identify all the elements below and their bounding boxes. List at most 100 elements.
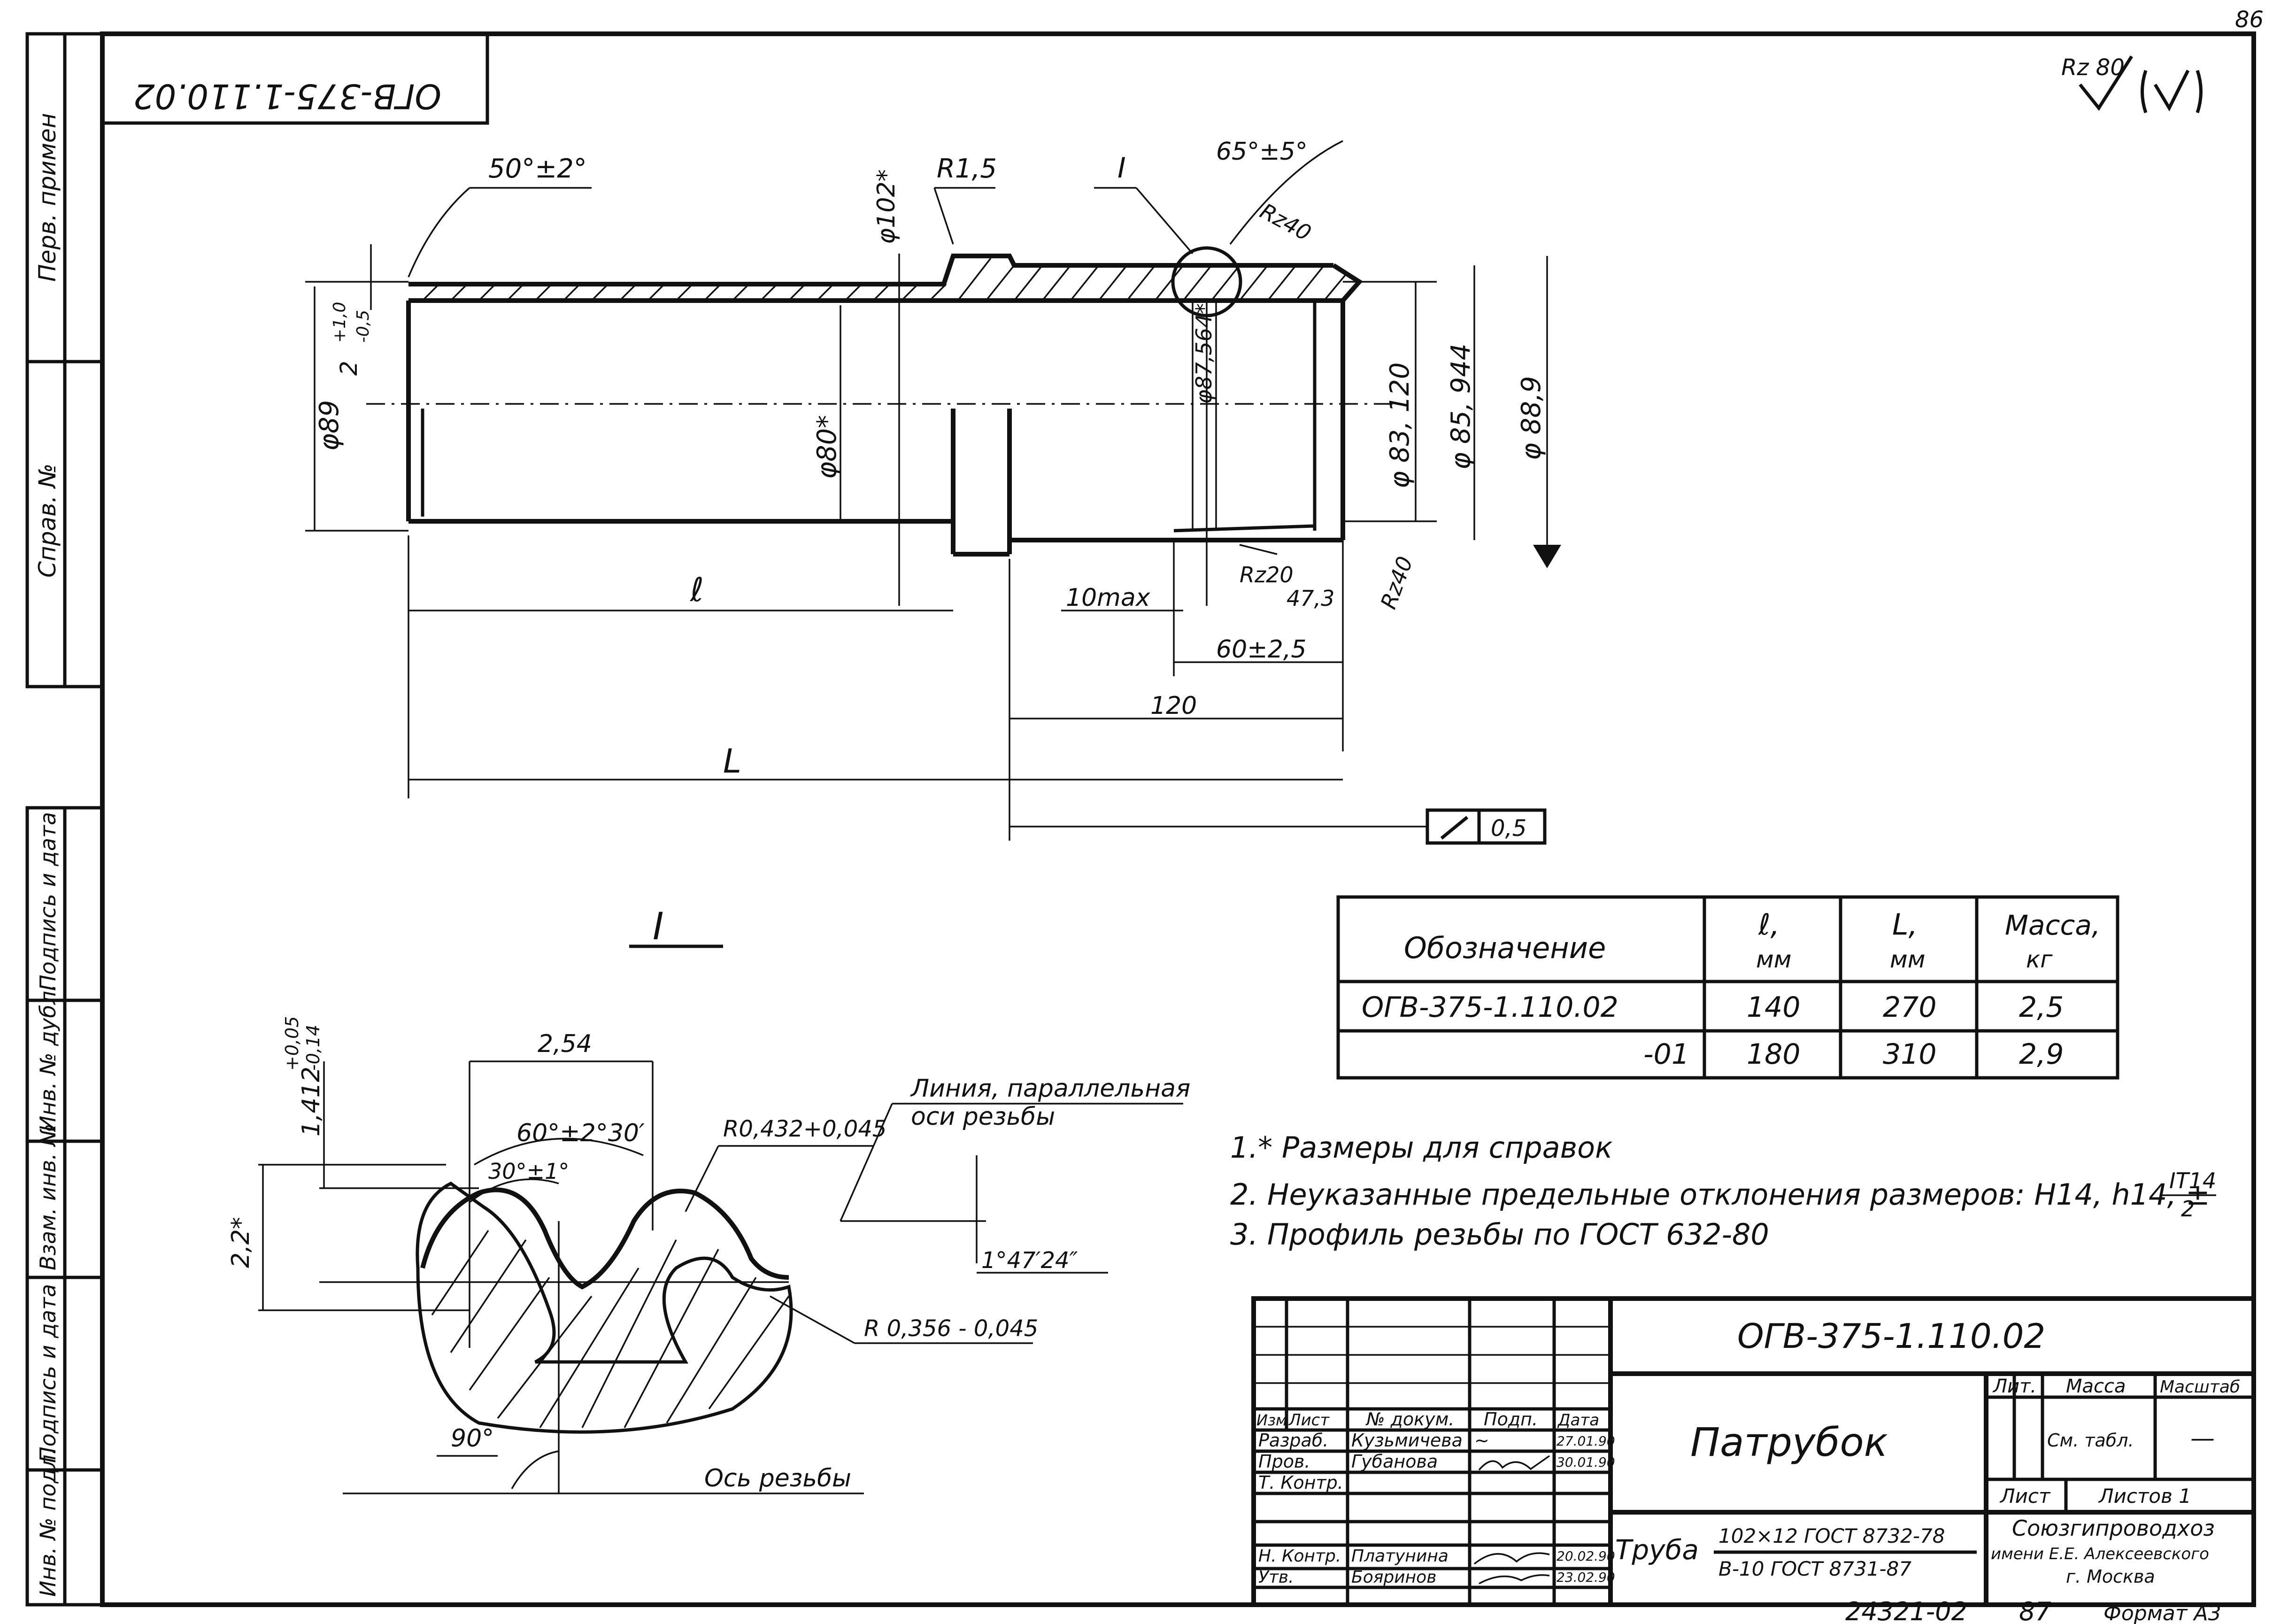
dim-dia-87: φ87,564* (1191, 303, 1217, 404)
angle-60: 60°±2°30′ (516, 1119, 645, 1147)
angle-90: 90° (451, 1424, 494, 1453)
dim-120: 120 (1150, 692, 1197, 720)
tb-massa-label: Масса (2066, 1376, 2126, 1397)
thread-profile (420, 1187, 789, 1290)
tb-utv-name: Бояринов (1351, 1568, 1436, 1587)
dim-dia-83: φ 83, 120 (1385, 363, 1415, 489)
dim-10max: 10max (1066, 584, 1151, 612)
tb-material-line2: В-10 ГОСТ 8731-87 (1718, 1557, 1911, 1580)
dim-1-412-tol-lower: -0,14 (303, 1025, 324, 1071)
tb-prov-role: Пров. (1258, 1451, 1310, 1472)
table-header-mass: Масса, (2005, 909, 2100, 941)
tb-material-line1: 102×12 ГОСТ 8732-78 (1718, 1524, 1945, 1547)
page-number: 86 (2235, 7, 2264, 33)
note-1: 1.* Размеры для справок (1230, 1130, 1613, 1165)
tb-utv-signature (1479, 1574, 1550, 1585)
dim-dia-102: φ102* (872, 169, 901, 244)
table-header-L: L, (1892, 907, 1918, 942)
section-mark-i: I (1117, 152, 1126, 185)
tb-sheet-no: 87 (2019, 1597, 2051, 1624)
tb-col-doc: № докум. (1365, 1409, 1454, 1430)
note-2-frac-bottom: 2 (2181, 1196, 2195, 1222)
table-unit-mass: кг (2026, 946, 2053, 973)
dim-1-412: 1,412 (297, 1067, 325, 1137)
table-row-2-l: 180 (1747, 1038, 1801, 1071)
side-label-sprav-no: Справ. № (34, 464, 61, 578)
table-row-1-L: 270 (1883, 991, 1937, 1024)
tb-nkontr-role: Н. Контр. (1258, 1547, 1341, 1566)
radius-bottom: R 0,356 - 0,045 (864, 1315, 1038, 1342)
angle-small: 1°47′24″ (981, 1247, 1078, 1274)
thread-axis-label: Ось резьбы (704, 1464, 851, 1493)
side-label-perv-primen: Перв. примен (34, 113, 61, 282)
dim-60: 60±2,5 (1216, 635, 1306, 664)
table-row-2-L: 310 (1883, 1038, 1937, 1071)
side-label-inv-podl: Инв. № подл. (35, 1448, 61, 1597)
mirrored-designation: ОГВ-375-1.110.02 (133, 77, 441, 116)
dim-dia-85: φ 85, 944 (1446, 344, 1476, 470)
tb-org-line2: имени Е.Е. Алексеевского (1991, 1545, 2209, 1563)
tb-name: Патрубок (1690, 1419, 1888, 1465)
side-label-podpis-data-1: Подпись и дата (35, 812, 61, 991)
side-label-vzam-inv: Взам. инв. № (35, 1124, 61, 1270)
dim-dia-80: φ80* (812, 415, 842, 479)
dim-dia-88: φ 88,9 (1516, 376, 1547, 460)
tb-prov-signature (1478, 1455, 1550, 1471)
table-row-1-mass: 2,5 (2019, 991, 2064, 1024)
dim-offset-tol-lower: -0,5 (354, 310, 373, 343)
dim-angle-chamfer-right: 65°±5° (1216, 138, 1308, 166)
tb-list-label: Лист (1999, 1485, 2051, 1508)
table-header-designation: Обозначение (1404, 931, 1606, 965)
tb-designation: ОГВ-375-1.110.02 (1737, 1316, 2045, 1356)
tb-razrab-name: Кузьмичева (1351, 1430, 1463, 1451)
dim-1-412-tol-upper: +0,05 (282, 1016, 302, 1071)
note-2: 2. Неуказанные предельные отклонения раз… (1230, 1177, 2210, 1212)
note-3: 3. Профиль резьбы по ГОСТ 632-80 (1230, 1217, 1769, 1252)
tb-nkontr-signature (1473, 1552, 1550, 1565)
datum-triangle (1533, 545, 1561, 568)
side-label-inv-dubl: Инв. № дубл. (35, 984, 61, 1132)
runout-value: 0,5 (1491, 815, 1526, 842)
svg-text:Rz 80: Rz 80 (2061, 54, 2125, 81)
tb-tkontr-role: Т. Контр. (1258, 1472, 1343, 1493)
tb-org-line1: Союзгипроводхоз (2012, 1516, 2215, 1541)
tb-nkontr-name: Платунина (1351, 1547, 1448, 1566)
side-label-podpis-data-2: Подпись и дата (35, 1284, 61, 1463)
tb-prov-date: 30.01.90 (1556, 1454, 1615, 1470)
detail-section-outline (416, 1181, 793, 1434)
tb-utv-role: Утв. (1258, 1568, 1294, 1587)
dim-l: ℓ (690, 571, 704, 609)
tb-material-prefix: Труба (1615, 1534, 1699, 1566)
tb-org-line3: г. Москва (2066, 1566, 2155, 1587)
sheet-frame (100, 31, 2256, 1607)
tb-razrab-role: Разраб. (1258, 1430, 1328, 1451)
dim-dia-89: φ89 (314, 400, 345, 451)
roughness-general-symbol: Rz 80 (2061, 54, 2203, 114)
tb-masshtab-label: Масштаб (2160, 1377, 2240, 1397)
tb-col-list: Лист (1288, 1411, 1330, 1430)
dim-offset-2: 2 (335, 361, 362, 376)
table-header-l: ℓ, (1758, 907, 1780, 942)
dim-47: 47,3 (1287, 586, 1334, 611)
roughness-rz40-top: Rz40 (1256, 198, 1316, 246)
dim-2-2: 2,2* (227, 1217, 255, 1268)
dim-L: L (723, 742, 741, 781)
variants-table: Обозначение ℓ, L, Масса, мм мм кг ОГВ-37… (1336, 895, 2119, 1080)
detail-title: I (653, 905, 664, 948)
main-view: φ89 2 +1,0 -0,5 50°±2° φ102* R1,5 φ80* I… (305, 138, 1561, 845)
tb-masshtab-value: — (2190, 1424, 2215, 1453)
tb-utv-date: 23.02.90 (1556, 1570, 1615, 1585)
dim-2-54: 2,54 (538, 1030, 592, 1058)
note-2-frac-top: IT14 (2169, 1168, 2216, 1193)
tb-lit-label: Лит. (1992, 1376, 2036, 1397)
parallel-line-label-2: оси резьбы (911, 1103, 1055, 1131)
tb-col-podp: Подп. (1484, 1409, 1538, 1430)
tb-col-izm: Изм (1256, 1411, 1287, 1429)
tb-nkontr-date: 20.02.90 (1556, 1548, 1615, 1564)
dim-radius-shoulder: R1,5 (937, 154, 997, 184)
notes: 1.* Размеры для справок 2. Неуказанные п… (1230, 1130, 2216, 1252)
tb-prov-name: Губанова (1351, 1451, 1438, 1472)
parallel-line-label-1: Линия, параллельная (910, 1075, 1190, 1103)
tb-listov-label: Листов 1 (2098, 1485, 2191, 1508)
